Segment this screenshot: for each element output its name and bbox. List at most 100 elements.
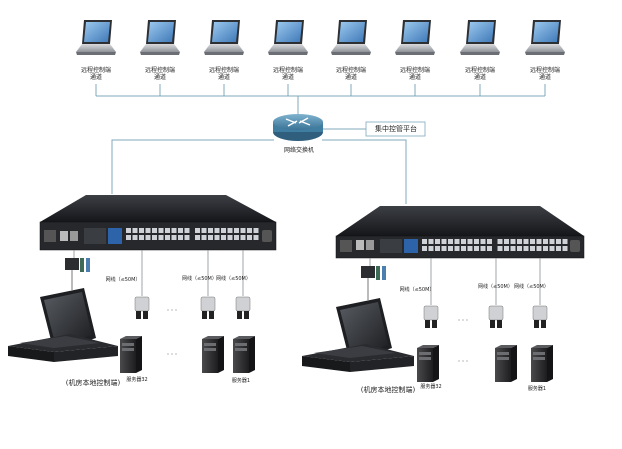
server-tower-icon bbox=[233, 336, 255, 373]
remote-client-label: 远程控制端通道 bbox=[458, 67, 502, 81]
rj45-port bbox=[139, 228, 144, 233]
server-module bbox=[488, 305, 504, 328]
cable-label: 网线（≤50M） bbox=[478, 284, 513, 290]
rj45-port bbox=[448, 246, 453, 251]
rj45-port bbox=[253, 228, 259, 233]
rj45-port bbox=[214, 235, 220, 240]
cable-label: 网线（≤50M） bbox=[105, 277, 141, 283]
server-tower-icon bbox=[202, 336, 224, 373]
rj45-port bbox=[214, 228, 220, 233]
rj45-port bbox=[504, 239, 509, 244]
server-tower-icon bbox=[120, 336, 142, 373]
rj45-port bbox=[139, 235, 144, 240]
rj45-port bbox=[510, 246, 516, 251]
laptop-icon bbox=[331, 20, 371, 55]
rj45-port bbox=[454, 246, 460, 251]
rj45-port bbox=[422, 239, 427, 244]
remote-client-label-line2: 通道 bbox=[89, 74, 102, 81]
rj45-port bbox=[536, 239, 542, 244]
rj45-port bbox=[422, 246, 427, 251]
rj45-port bbox=[132, 235, 138, 240]
rj45-port bbox=[461, 246, 466, 251]
remote-client-label: 远程控制端通道 bbox=[523, 67, 567, 81]
console-adapter-left bbox=[65, 258, 90, 290]
rj45-port bbox=[562, 239, 568, 244]
rj45-port bbox=[240, 228, 246, 233]
laptop-icon bbox=[460, 20, 500, 55]
remote-client-label-line1: 远程控制端 bbox=[80, 67, 111, 74]
rj45-port bbox=[195, 235, 200, 240]
server-tower-icon bbox=[417, 345, 439, 382]
local-console-label: (机房本地控制端) bbox=[360, 386, 416, 394]
network-bus bbox=[95, 84, 546, 204]
ellipsis-dots bbox=[167, 309, 468, 362]
rj45-port bbox=[253, 235, 259, 240]
rj45-port bbox=[549, 239, 555, 244]
server-label: 服务器1 bbox=[527, 386, 547, 392]
rj45-port bbox=[247, 235, 252, 240]
rj45-port bbox=[497, 246, 503, 251]
rj45-port bbox=[467, 239, 473, 244]
remote-client-label-line1: 远程控制端 bbox=[144, 67, 175, 74]
rj45-port bbox=[536, 246, 542, 251]
server-label: 服务器1 bbox=[231, 378, 251, 384]
rj45-port bbox=[474, 239, 479, 244]
laptop-icon bbox=[76, 20, 116, 55]
rj45-port bbox=[158, 228, 164, 233]
rj45-port bbox=[171, 228, 177, 233]
rj45-port bbox=[221, 235, 226, 240]
laptop-icon bbox=[140, 20, 180, 55]
cable-label: 网线（≤50M） bbox=[182, 276, 217, 282]
rj45-port bbox=[234, 228, 239, 233]
kvm-ports-left bbox=[126, 228, 259, 240]
rj45-port bbox=[480, 239, 486, 244]
rj45-port bbox=[543, 246, 548, 251]
rj45-port bbox=[510, 239, 516, 244]
rj45-port bbox=[126, 228, 131, 233]
console-adapter-right bbox=[361, 266, 386, 300]
local-console-right bbox=[302, 298, 414, 372]
server-module bbox=[423, 305, 439, 328]
remote-client-label-line2: 通道 bbox=[281, 74, 294, 81]
remote-client-label-line1: 远程控制端 bbox=[272, 67, 303, 74]
servers bbox=[120, 336, 553, 382]
rj45-port bbox=[201, 235, 207, 240]
rj45-port bbox=[441, 239, 447, 244]
rj45-port bbox=[247, 228, 252, 233]
rj45-port bbox=[171, 235, 177, 240]
rj45-port bbox=[145, 228, 151, 233]
rj45-port bbox=[556, 239, 561, 244]
rj45-port bbox=[184, 235, 190, 240]
kvm-ports-right bbox=[422, 239, 568, 251]
rj45-port bbox=[145, 235, 151, 240]
server-module bbox=[134, 296, 150, 319]
rj45-port bbox=[517, 246, 522, 251]
rj45-port bbox=[208, 228, 213, 233]
remote-client-label-line1: 远程控制端 bbox=[335, 67, 366, 74]
server-interface-modules bbox=[134, 296, 548, 328]
rj45-port bbox=[497, 239, 503, 244]
platform-label: 集中控管平台 bbox=[375, 125, 417, 133]
rj45-port bbox=[487, 246, 492, 251]
local-console-left bbox=[8, 288, 118, 362]
rj45-port bbox=[132, 228, 138, 233]
remote-client-label-line2: 通道 bbox=[217, 74, 230, 81]
rj45-port bbox=[240, 235, 246, 240]
rj45-port bbox=[556, 246, 561, 251]
rj45-port bbox=[448, 239, 453, 244]
rj45-port bbox=[549, 246, 555, 251]
rj45-port bbox=[480, 246, 486, 251]
rj45-port bbox=[530, 239, 535, 244]
server-module bbox=[200, 296, 216, 319]
server-label: 服务器32 bbox=[420, 384, 442, 390]
local-console-label: (机房本地控制端) bbox=[65, 379, 121, 387]
rj45-port bbox=[208, 235, 213, 240]
kvm-cables bbox=[73, 250, 541, 305]
server-tower-icon bbox=[495, 345, 517, 382]
rj45-port bbox=[562, 246, 568, 251]
rj45-port bbox=[201, 228, 207, 233]
remote-client-label: 远程控制端通道 bbox=[393, 67, 437, 81]
rj45-port bbox=[158, 235, 164, 240]
rj45-port bbox=[530, 246, 535, 251]
remote-client-label: 远程控制端通道 bbox=[266, 67, 310, 81]
